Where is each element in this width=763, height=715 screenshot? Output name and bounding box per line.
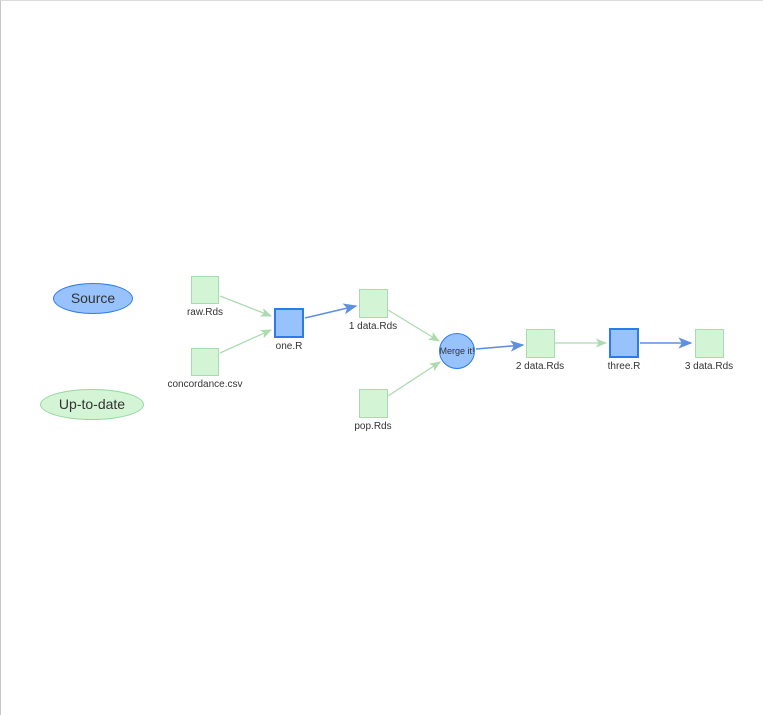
legend-node-source: Source — [53, 282, 133, 314]
node-label-3-data-rds: 3 data.Rds — [684, 360, 734, 372]
node-label-1-data-rds: 1 data.Rds — [348, 320, 398, 332]
node-label-one-r: one.R — [275, 341, 303, 352]
edge-pop-rds-to-merge-it — [387, 361, 441, 397]
node-label-three-r: three.R — [607, 361, 641, 372]
node-1-data-rds[interactable] — [358, 288, 388, 318]
node-label-2-data-rds: 2 data.Rds — [515, 360, 565, 372]
node-3-data-rds[interactable] — [694, 328, 724, 358]
node-raw-rds[interactable] — [191, 276, 219, 304]
edge-one-r-to-1-data-rds — [304, 303, 358, 319]
node-2-data-rds[interactable] — [525, 328, 555, 358]
resize-grip-icon[interactable] — [759, 711, 761, 713]
legend-node-up-to-date: Up-to-date — [40, 388, 144, 420]
node-concordance-csv[interactable] — [191, 348, 219, 376]
edge-raw-rds-to-one-r — [219, 295, 273, 317]
node-one-r[interactable] — [274, 308, 304, 338]
edge-merge-it-to-2-data-rds — [475, 340, 525, 352]
node-label-concordance-csv: concordance.csv — [167, 379, 243, 390]
node-label-pop-rds: pop.Rds — [354, 420, 392, 432]
node-label-raw-rds: raw.Rds — [186, 307, 224, 318]
node-pop-rds[interactable] — [358, 388, 388, 418]
node-label-merge-it: Merge it! — [439, 346, 475, 356]
node-three-r[interactable] — [609, 328, 639, 358]
edge-concordance-csv-to-one-r — [219, 329, 273, 354]
node-merge-it[interactable]: Merge it! — [439, 333, 475, 369]
